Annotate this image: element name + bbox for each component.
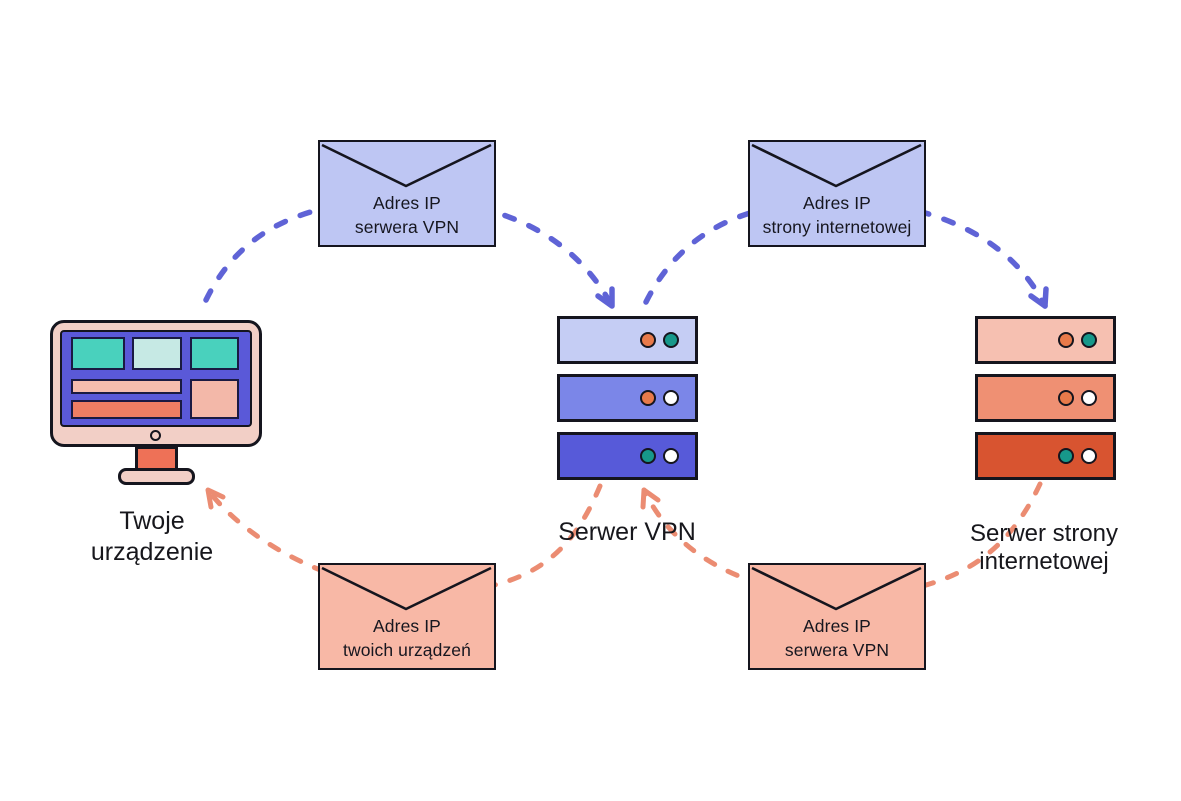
envelope-flap-icon [751, 566, 922, 611]
envelope-flap-icon [321, 566, 492, 611]
vpn-server-icon [557, 316, 698, 480]
caption-line: Serwer VPN [558, 518, 696, 546]
server-rack-row [557, 374, 698, 422]
led-white-icon [663, 448, 679, 464]
screen-bar [71, 379, 182, 394]
server-rack-row [557, 316, 698, 364]
envelope-label-line: Adres IP [803, 193, 871, 213]
envelope-label-line: Adres IP [803, 616, 871, 636]
envelope-response-device-ip: Adres IP twoich urządzeń [318, 563, 496, 670]
envelope-label: Adres IP serwera VPN [320, 191, 494, 239]
website-server-caption: Serwer strony internetowej [933, 520, 1155, 576]
envelope-request-website-ip: Adres IP strony internetowej [748, 140, 926, 247]
screen-tile [190, 379, 239, 419]
envelope-label-line: twoich urządzeń [343, 640, 471, 660]
vpn-server-caption: Serwer VPN [527, 517, 727, 548]
envelope-label: Adres IP twoich urządzeń [320, 614, 494, 662]
screen-tile [71, 337, 125, 370]
arrow-vpn-to-website [643, 198, 1049, 309]
screen-bar [71, 400, 182, 419]
envelope-label-line: strony internetowej [762, 217, 912, 237]
led-white-icon [1081, 448, 1097, 464]
device-monitor-icon [50, 320, 262, 490]
envelope-label-line: serwera VPN [784, 640, 890, 660]
envelope-flap-icon [321, 143, 492, 188]
envelope-label-line: serwera VPN [354, 217, 460, 237]
led-white-icon [663, 390, 679, 406]
screen-tile [132, 337, 182, 370]
caption-line: internetowej [979, 548, 1109, 575]
led-orange-icon [1058, 332, 1074, 348]
envelope-label-line: Adres IP [373, 616, 441, 636]
server-rack-row [557, 432, 698, 480]
server-rack-row [975, 432, 1116, 480]
envelope-label-line: Adres IP [373, 193, 441, 213]
caption-line: Twoje [119, 507, 185, 535]
led-white-icon [1081, 390, 1097, 406]
website-server-icon [975, 316, 1116, 480]
server-rack-row [975, 374, 1116, 422]
envelope-flap-icon [751, 143, 922, 188]
envelope-request-vpn-ip: Adres IP serwera VPN [318, 140, 496, 247]
envelope-response-vpn-ip: Adres IP serwera VPN [748, 563, 926, 670]
led-teal-icon [663, 332, 679, 348]
led-teal-icon [640, 448, 656, 464]
screen-tile [190, 337, 239, 370]
led-orange-icon [640, 332, 656, 348]
envelope-label: Adres IP strony internetowej [750, 191, 924, 239]
led-orange-icon [1058, 390, 1074, 406]
monitor-camera-dot [150, 430, 161, 441]
led-teal-icon [1081, 332, 1097, 348]
monitor-screen [60, 330, 252, 427]
led-teal-icon [1058, 448, 1074, 464]
caption-line: Serwer strony [969, 520, 1119, 547]
led-orange-icon [640, 390, 656, 406]
device-caption: Twoje urządzenie [42, 506, 262, 568]
envelope-label: Adres IP serwera VPN [750, 614, 924, 662]
monitor-base [118, 468, 195, 485]
server-rack-row [975, 316, 1116, 364]
caption-line: urządzenie [90, 538, 214, 566]
